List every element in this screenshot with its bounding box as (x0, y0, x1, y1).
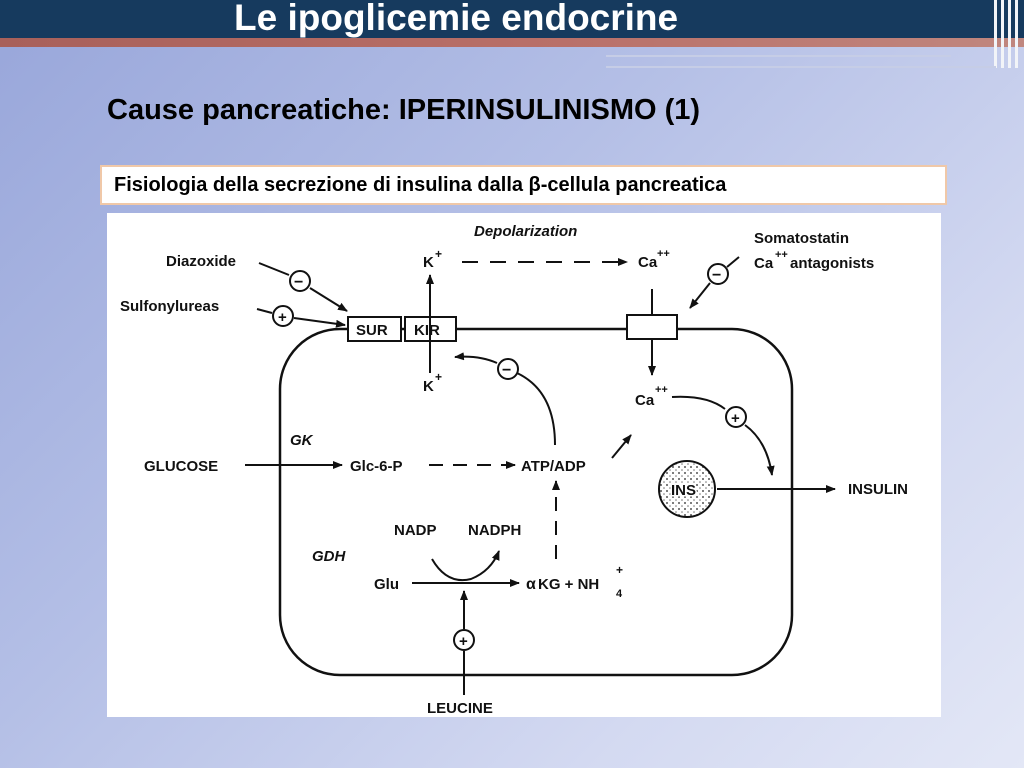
slide-subtitle: Cause pancreatiche: IPERINSULINISMO (1) (107, 94, 701, 126)
corner-stripe-2 (1001, 0, 1004, 68)
ca-antagonists-label: antagonists (790, 255, 874, 272)
nadph-label: NADPH (468, 522, 521, 539)
insulin-secretion-diagram: SUR KIR Depolarization Diazoxide Sulfony… (107, 213, 941, 717)
k-outside-charge: + (435, 247, 442, 261)
title-accent-line (0, 38, 1024, 47)
ca-to-ins-arrow (744, 424, 775, 476)
ins-label: INS (671, 482, 696, 499)
depolarization-label: Depolarization (474, 223, 577, 240)
beta-cell-membrane (278, 327, 794, 677)
insulin-label: INSULIN (848, 481, 908, 498)
atp-inhibit-icon (497, 358, 519, 380)
deco-line-2 (606, 66, 996, 68)
sulfonylureas-stimulate-icon (272, 305, 294, 327)
ca-to-ins-curve-1 (671, 395, 726, 410)
k-outside-label: K (423, 254, 434, 271)
diazoxide-minus: − (294, 274, 303, 291)
sulfonylureas-label: Sulfonylureas (120, 298, 219, 315)
insulin-granule (658, 460, 716, 518)
sulfonylureas-line-1 (256, 308, 273, 314)
somatostatin-arrow (689, 282, 711, 309)
atp-inhibit-curve (516, 372, 556, 446)
k-inside-label: K (423, 378, 434, 395)
title-bar (0, 0, 1024, 38)
calcium-channel (626, 314, 678, 340)
ca-outside-charge: ++ (657, 248, 670, 260)
atp-inhibit-arrow (454, 352, 498, 364)
sulfonylureas-plus: + (278, 309, 287, 326)
akg-alpha: α (526, 576, 536, 593)
nh4-subscript: 4 (616, 588, 623, 600)
ca-outside-label: Ca (638, 254, 658, 271)
somatostatin-line-1 (726, 256, 740, 268)
diazoxide-label: Diazoxide (166, 253, 236, 270)
slide-title: Le ipoglicemie endocrine (234, 0, 679, 38)
ca-stimulate-plus: + (731, 410, 740, 427)
diazoxide-line-1 (258, 262, 290, 276)
atp-to-ca-arrow (611, 434, 632, 459)
ca-inside-charge: ++ (655, 384, 668, 396)
glucose-label: GLUCOSE (144, 458, 218, 475)
leucine-plus: + (459, 633, 468, 650)
gdh-label: GDH (312, 548, 347, 565)
caption-text: Fisiologia della secrezione di insulina … (114, 174, 727, 196)
corner-stripe-4 (1015, 0, 1018, 68)
leucine-label: LEUCINE (427, 700, 493, 717)
sur-label: SUR (356, 322, 388, 339)
gk-label: GK (290, 432, 314, 449)
diazoxide-inhibit-icon (289, 270, 311, 292)
ca-inside-label: Ca (635, 392, 655, 409)
ca-antagonists-charge: ++ (775, 249, 788, 261)
somatostatin-minus: − (712, 267, 721, 284)
sur-channel (347, 316, 402, 342)
glu-label: Glu (374, 576, 399, 593)
sulfonylureas-arrow (293, 317, 346, 328)
diazoxide-arrow (309, 287, 348, 312)
glc6p-label: Glc-6-P (350, 458, 403, 475)
ca-stimulate-icon (725, 406, 747, 428)
akg-label: KG + NH (538, 576, 599, 593)
nadp-cofactor-arrow (431, 550, 500, 581)
kir-label: KIR (414, 322, 440, 339)
corner-stripe-1 (994, 0, 997, 68)
nadp-label: NADP (394, 522, 437, 539)
somatostatin-label: Somatostatin (754, 230, 849, 247)
somatostatin-inhibit-icon (707, 263, 729, 285)
corner-stripe-3 (1008, 0, 1011, 68)
caption-box: Fisiologia della secrezione di insulina … (100, 165, 947, 205)
atp-adp-label: ATP/ADP (521, 458, 586, 475)
leucine-stimulate-icon (453, 629, 475, 651)
atp-inhibit-minus: − (502, 362, 511, 379)
k-inside-charge: + (435, 370, 442, 384)
nh4-charge: + (616, 563, 623, 577)
deco-line-1 (606, 55, 951, 57)
ca-antagonists-ca: Ca (754, 255, 774, 272)
